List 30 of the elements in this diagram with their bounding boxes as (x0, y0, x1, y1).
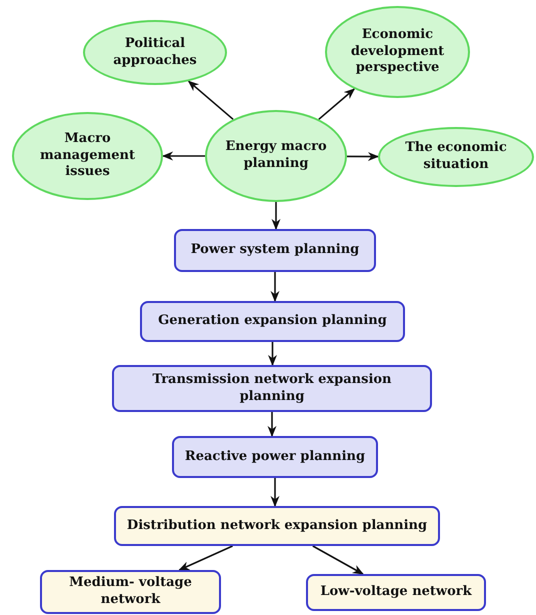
process-box (114, 506, 440, 546)
node-label: Generation expansion planning (158, 313, 387, 330)
arrow (268, 342, 277, 366)
process-box (174, 229, 376, 272)
node-label: The economic situation (404, 140, 508, 174)
node-label: Medium- voltage network (68, 575, 193, 609)
arrow (188, 80, 234, 120)
node-label: Reactive power planning (184, 448, 366, 466)
arrow (268, 412, 276, 438)
node-label: Political approaches (112, 36, 198, 70)
node-label: Macro management issues (39, 130, 136, 182)
process-box (140, 301, 405, 342)
arrow (178, 545, 233, 571)
arrow (347, 152, 380, 162)
arrow (318, 88, 356, 120)
process-box (112, 365, 432, 412)
node-label: Economic development perspective (350, 26, 446, 78)
arrow (270, 272, 280, 302)
node-label: Energy macro planning (224, 139, 328, 173)
process-box (40, 570, 221, 614)
arrow (270, 478, 280, 508)
process-box (306, 574, 486, 611)
node-label: Power system planning (190, 242, 360, 259)
node-label: Transmission network expansion planning (151, 372, 393, 406)
node-label: Distribution network expansion planning (126, 518, 428, 534)
process-box (172, 436, 378, 478)
arrow (272, 202, 280, 230)
arrow (312, 545, 364, 575)
node-label: Low-voltage network (320, 584, 472, 601)
arrow (162, 152, 205, 160)
